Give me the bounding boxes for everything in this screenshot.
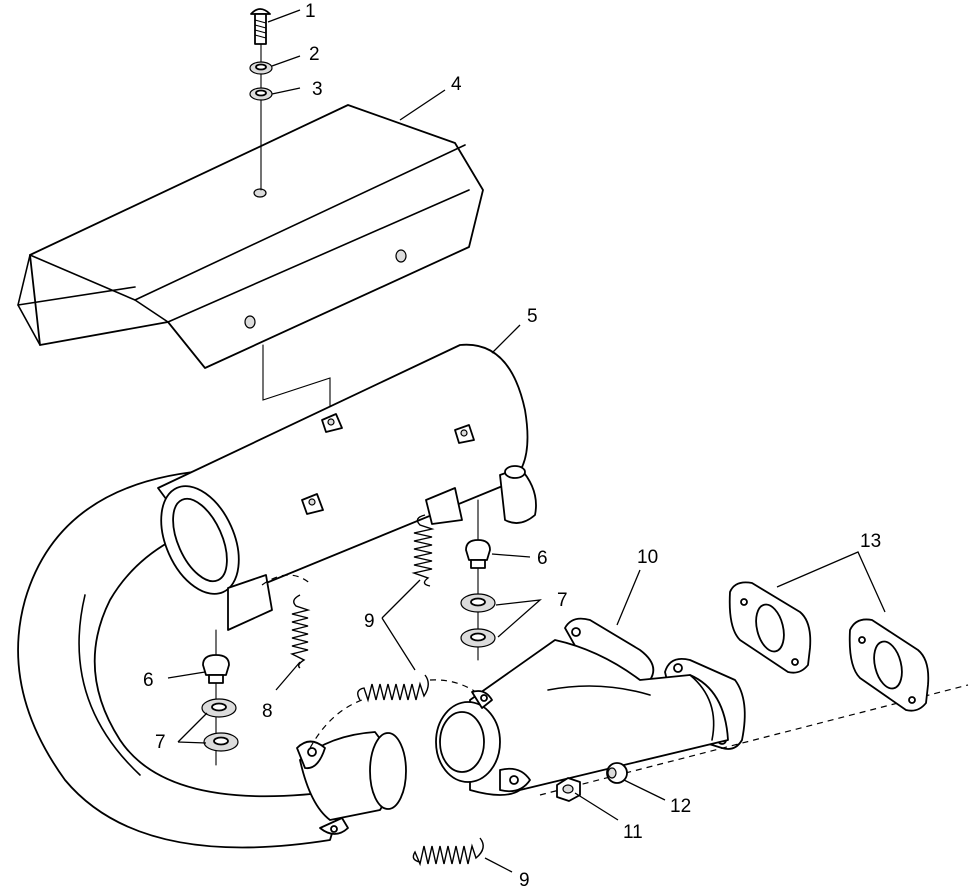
washer-right-upper bbox=[460, 593, 496, 613]
callout-6-right: 6 bbox=[537, 548, 548, 569]
callout-9-upper: 9 bbox=[364, 611, 375, 632]
muffler bbox=[157, 343, 537, 631]
callout-2: 2 bbox=[309, 44, 320, 65]
manifold-nut bbox=[556, 777, 581, 802]
grommet-right bbox=[465, 539, 491, 569]
callout-11: 11 bbox=[623, 822, 643, 843]
spring-9-hook-path bbox=[309, 699, 363, 749]
shield-bolt bbox=[250, 8, 271, 45]
callout-5: 5 bbox=[527, 306, 538, 327]
heat-shield bbox=[17, 104, 484, 369]
spring-9-upper bbox=[411, 514, 435, 587]
washer-left-lower bbox=[203, 732, 239, 752]
grommet-left bbox=[202, 654, 230, 684]
spring-9-middle bbox=[357, 674, 429, 703]
shield-mount-line bbox=[262, 344, 331, 416]
callout-10: 10 bbox=[637, 547, 658, 568]
pipe-inlet-end bbox=[296, 731, 407, 835]
shield-washer-upper bbox=[249, 61, 273, 75]
callout-numbers: 1 2 3 4 5 6 6 7 7 8 9 9 10 11 12 13 bbox=[143, 1, 881, 887]
washer-left-upper bbox=[201, 698, 237, 718]
callout-12: 12 bbox=[670, 796, 691, 817]
callout-4: 4 bbox=[451, 74, 462, 95]
callout-6-left: 6 bbox=[143, 670, 154, 691]
callout-9-lower: 9 bbox=[519, 870, 530, 887]
callout-7-right: 7 bbox=[557, 590, 568, 611]
exhaust-manifold bbox=[435, 617, 746, 796]
callout-13: 13 bbox=[860, 531, 881, 552]
spring-9-lower bbox=[412, 837, 484, 867]
manifold-washer bbox=[606, 762, 628, 784]
callout-3: 3 bbox=[312, 79, 323, 100]
leader-lines bbox=[167, 9, 886, 873]
spring-9-hook-path-2 bbox=[429, 679, 493, 706]
callout-1: 1 bbox=[305, 1, 316, 22]
exhaust-pipe bbox=[17, 469, 346, 849]
shield-washer-lower bbox=[249, 87, 273, 101]
washer-right-lower bbox=[460, 628, 496, 648]
callout-8: 8 bbox=[262, 701, 273, 722]
spring-8 bbox=[289, 594, 311, 669]
gasket-left bbox=[728, 581, 812, 674]
gasket-right bbox=[848, 618, 930, 712]
callout-7-left: 7 bbox=[155, 732, 166, 753]
spring-8-hook-path bbox=[261, 574, 313, 586]
